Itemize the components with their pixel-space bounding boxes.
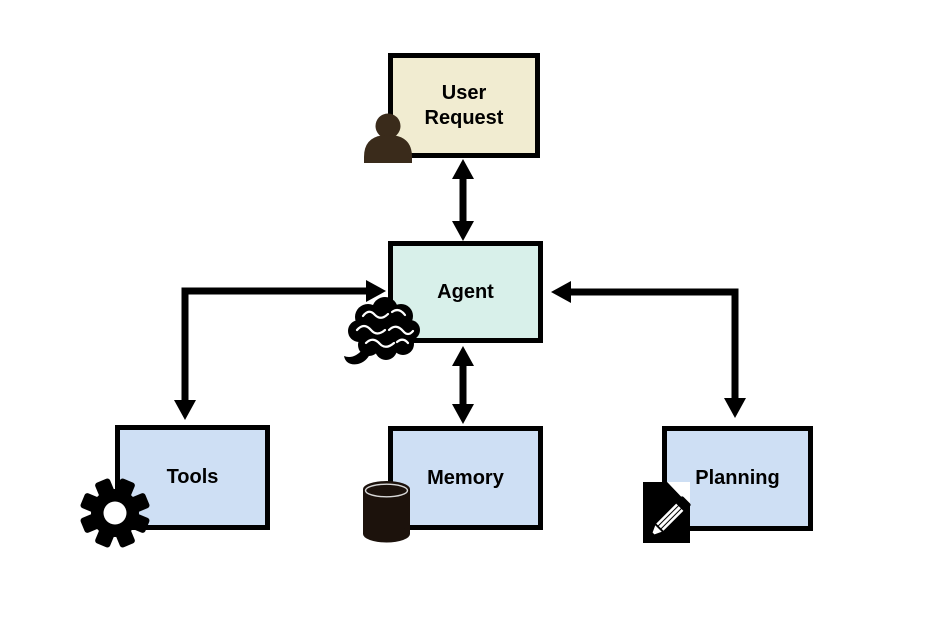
edge-agent-planning: [551, 281, 746, 418]
node-memory-label: Memory: [427, 466, 504, 489]
node-user-request-label: User Request: [424, 81, 504, 129]
node-agent: Agent: [388, 241, 543, 343]
edge-agent-tools: [174, 280, 386, 420]
edge-user-request-agent: [452, 159, 474, 241]
node-agent-label: Agent: [437, 280, 494, 303]
node-planning: Planning: [662, 426, 813, 531]
node-memory: Memory: [388, 426, 543, 530]
node-tools-label: Tools: [166, 466, 219, 488]
node-user-request: User Request: [388, 53, 540, 158]
node-planning-label: Planning: [695, 467, 780, 489]
node-tools: Tools: [115, 425, 270, 530]
edge-agent-memory: [452, 346, 474, 424]
